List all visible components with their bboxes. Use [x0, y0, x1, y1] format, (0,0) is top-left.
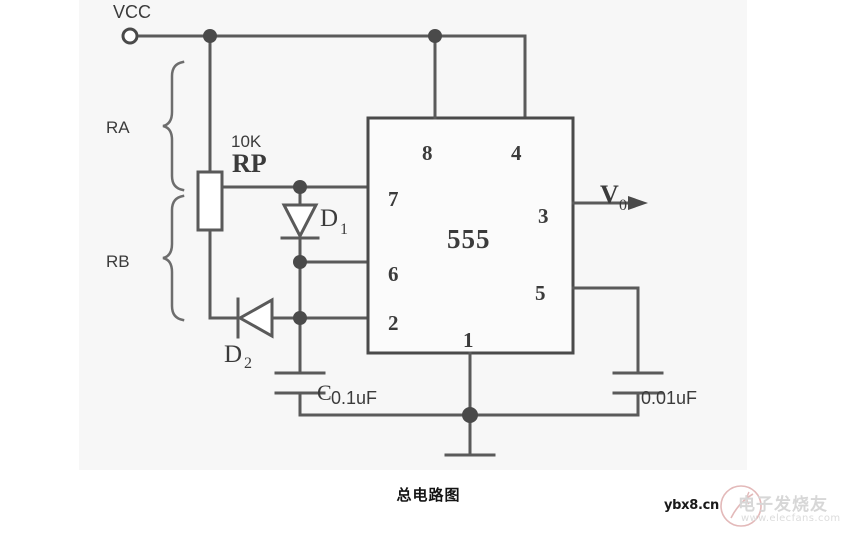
- ic-pin6-label: 6: [388, 262, 399, 286]
- capacitor-c-value-label: 0.1uF: [331, 388, 377, 408]
- d2-diode-symbol: [236, 297, 274, 339]
- d1-label: D: [320, 205, 338, 232]
- watermark-domain: ybx8.cn: [664, 498, 720, 513]
- capacitor-c-symbol: [274, 371, 326, 395]
- ic-pin4-label: 4: [511, 141, 522, 165]
- rp-bottom-leg-wire: [208, 228, 302, 320]
- junction-dot-pin2: [293, 311, 307, 325]
- ra-label: RA: [106, 118, 130, 137]
- rp-value-label: 10K: [231, 132, 262, 151]
- d2-label: D: [224, 341, 242, 368]
- ic-pin7-label: 7: [388, 187, 399, 211]
- ic-pin5-label: 5: [535, 281, 546, 305]
- capacitor-c2-symbol: [612, 371, 664, 395]
- rp-potentiometer-symbol: [196, 170, 224, 232]
- junction-dot-ground: [462, 407, 478, 423]
- junction-dot-pin7: [293, 180, 307, 194]
- pin5-wire: [571, 286, 640, 372]
- watermark-url: www.elecfans.com: [741, 513, 841, 524]
- junction-dot-vcc-rp: [203, 29, 217, 43]
- rp-label: RP: [232, 149, 267, 178]
- ic-pin2-label: 2: [388, 311, 399, 335]
- watermark: ybx8.cn 电子发烧友 www.elecfans.com: [662, 478, 857, 536]
- ic-pin1-label: 1: [463, 328, 474, 352]
- rb-label: RB: [106, 252, 130, 271]
- watermark-swirl-icon: [720, 485, 762, 527]
- vo-label: V: [600, 180, 619, 209]
- d2-subscript: 2: [244, 355, 252, 372]
- ic-pin3-label: 3: [538, 204, 549, 228]
- junction-dots-group: [203, 29, 478, 423]
- junction-dot-vcc-pin8: [428, 29, 442, 43]
- watermark-brand: 电子发烧友: [738, 495, 828, 515]
- figure-caption: 总电路图: [396, 486, 461, 504]
- junction-dot-pin6: [293, 255, 307, 269]
- d1-diode-symbol: [280, 203, 320, 264]
- rb-bracket-icon: [162, 194, 185, 322]
- ra-bracket-icon: [162, 60, 185, 192]
- capacitor-c-label: C: [317, 380, 332, 405]
- ic-pin8-label: 8: [422, 141, 433, 165]
- vcc-terminal-icon: [121, 27, 139, 45]
- ic-555-body: [366, 116, 575, 355]
- vcc-label: VCC: [113, 2, 151, 22]
- vo-subscript: 0: [619, 197, 627, 214]
- d1-subscript: 1: [340, 221, 348, 238]
- vo-output-arrow-icon: [571, 196, 648, 210]
- capacitor-c2-value-label: 0.01uF: [641, 388, 697, 408]
- ic-555-label: 555: [447, 224, 491, 254]
